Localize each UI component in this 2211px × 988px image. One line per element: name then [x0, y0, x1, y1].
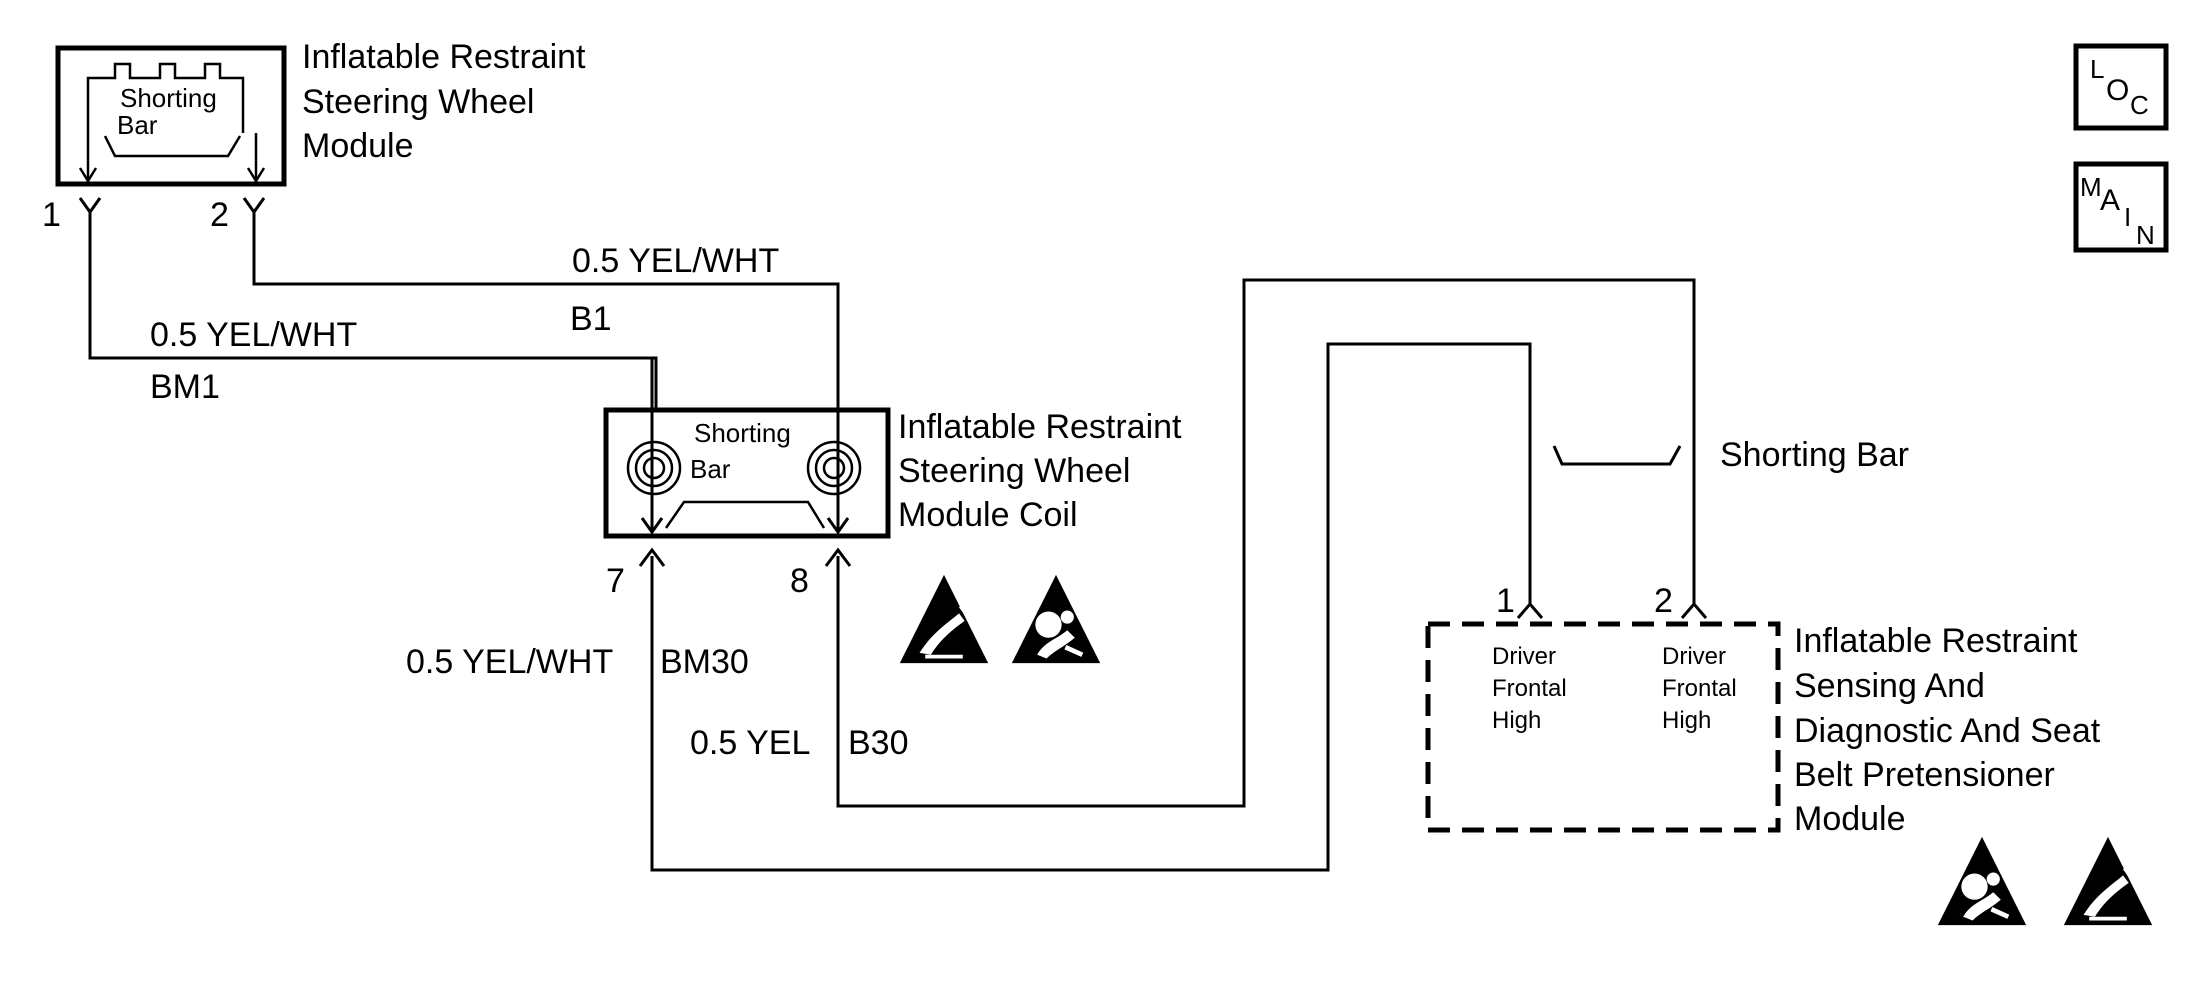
sdm-pin-2: 2: [1654, 582, 1673, 620]
coil-shorting-label-1: Shorting: [694, 418, 791, 448]
steering-module-title-3: Module: [302, 127, 414, 165]
sdm-title-3: Diagnostic And Seat: [1794, 712, 2101, 750]
coil-pin-8: 8: [790, 562, 809, 600]
sdm-title-2: Sensing And: [1794, 667, 1985, 705]
sdm-module: 1 2 Driver Frontal High Driver Frontal H…: [1425, 582, 2152, 925]
sdm-pin-2-label-1: Driver: [1662, 643, 1726, 670]
sdm-title-4: Belt Pretensioner: [1794, 756, 2055, 794]
airbag-warning-icon: [1938, 837, 2026, 925]
sdm-pin-1: 1: [1496, 582, 1515, 620]
coil-title-2: Steering Wheel: [898, 452, 1130, 490]
airbag-warning-icon: [1012, 575, 1100, 663]
main-button[interactable]: M A I N: [2073, 161, 2169, 253]
wire-b1: 0.5 YEL/WHT B1: [252, 222, 840, 520]
main-button-char-1: M: [2080, 172, 2102, 202]
sdm-pin-1-label-2: Frontal: [1492, 675, 1567, 702]
sdm-pin-1-label-1: Driver: [1492, 643, 1556, 670]
coil-pin-7: 7: [606, 562, 625, 600]
coil-title-3: Module Coil: [898, 496, 1078, 534]
steering-module-pin-1: 1: [42, 196, 61, 234]
sdm-title-5: Module: [1794, 800, 1906, 838]
shorting-bar: Shorting Bar: [1552, 436, 1909, 474]
wire-bm1-color: 0.5 YEL/WHT: [150, 316, 357, 354]
wire-bm30-color: 0.5 YEL/WHT: [406, 643, 613, 681]
esd-warning-icon: [900, 575, 988, 663]
main-button-char-4: N: [2136, 220, 2155, 250]
steering-module-title-1: Inflatable Restraint: [302, 38, 586, 76]
sdm-pin-2-label-3: High: [1662, 707, 1711, 734]
wire-bm30-circuit: BM30: [660, 643, 749, 681]
coil-module: Shorting Bar Inflatable Restraint Steeri…: [603, 284, 1182, 663]
sdm-pin-2-label-2: Frontal: [1662, 675, 1737, 702]
loc-button-char-1: L: [2090, 54, 2104, 84]
main-button-char-3: I: [2124, 202, 2131, 232]
coil-title-1: Inflatable Restraint: [898, 408, 1182, 446]
steering-module-shorting-label-1: Shorting: [120, 83, 217, 113]
esd-warning-icon: [2064, 837, 2152, 925]
coil-shorting-label-2: Bar: [690, 454, 731, 484]
wire-b30: 0.5 YEL B30: [690, 278, 1696, 808]
wire-b1-color: 0.5 YEL/WHT: [572, 242, 779, 280]
sdm-title-1: Inflatable Restraint: [1794, 622, 2078, 660]
wire-b1-circuit: B1: [570, 300, 612, 338]
wire-bm1-circuit: BM1: [150, 368, 220, 406]
steering-module-title-2: Steering Wheel: [302, 83, 534, 121]
wire-b30-circuit: B30: [848, 724, 909, 762]
steering-module-shorting-label-2: Bar: [117, 110, 158, 140]
loc-button-char-2: O: [2106, 74, 2129, 107]
steering-wheel-module: Shorting Bar Inflatable Restraint Steeri…: [42, 38, 586, 234]
loc-button[interactable]: L O C: [2073, 43, 2169, 131]
shorting-bar-label: Shorting Bar: [1720, 436, 1909, 474]
wire-b30-color: 0.5 YEL: [690, 724, 810, 762]
sdm-pin-1-label-3: High: [1492, 707, 1541, 734]
main-button-char-2: A: [2100, 184, 2120, 217]
steering-module-pin-2: 2: [210, 196, 229, 234]
wire-bm30: 0.5 YEL/WHT BM30: [406, 342, 1532, 872]
loc-button-char-3: C: [2130, 90, 2149, 120]
